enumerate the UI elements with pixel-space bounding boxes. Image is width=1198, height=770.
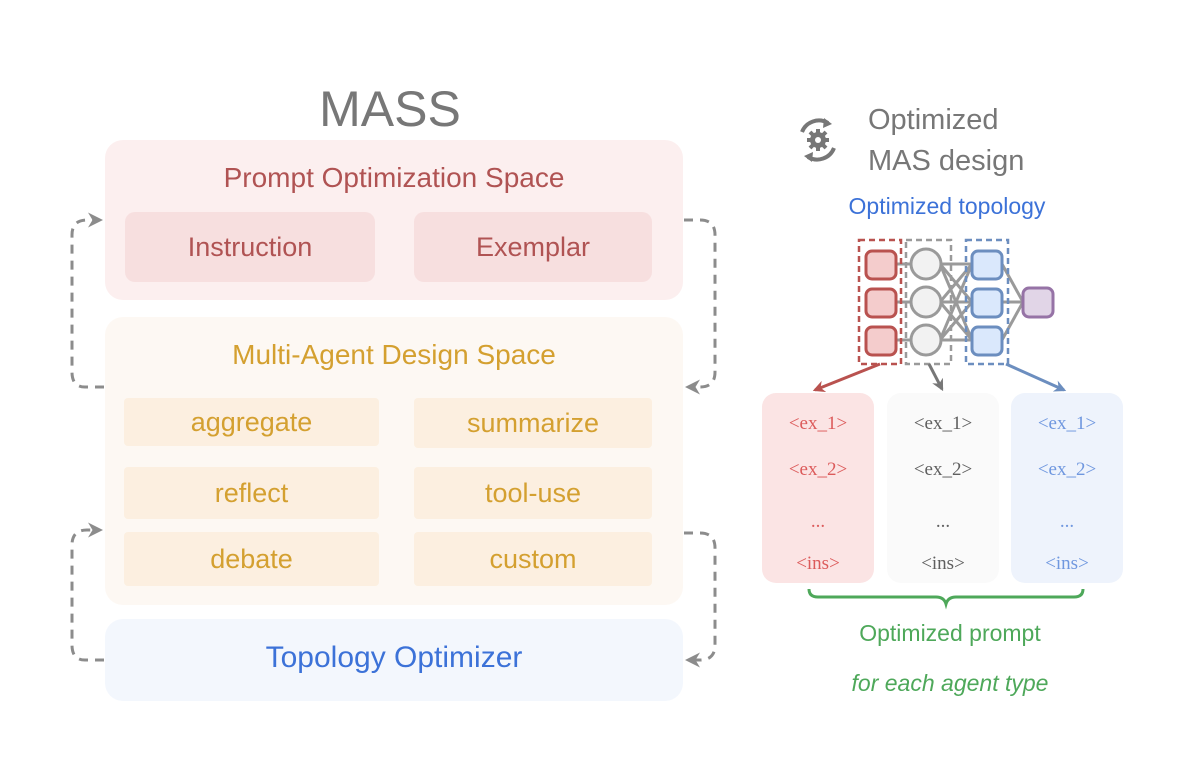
prompt-brace [807, 588, 1085, 610]
title-line-1: Optimized [868, 104, 999, 136]
blue-prompt-arrow [1005, 362, 1067, 392]
left-loop-arrow-lower [70, 522, 104, 662]
instruction-token: <ins> [921, 553, 965, 574]
reflect-chip: reflect [124, 467, 379, 519]
gray-agent-node [909, 285, 943, 319]
exemplar-1: <ex_1> [788, 413, 848, 434]
gray-agent-node [909, 247, 943, 281]
red-agent-node [864, 287, 898, 319]
title-line-2: MAS design [868, 145, 1025, 177]
red-prompt-arrow [812, 362, 881, 393]
instruction-token: <ins> [1045, 553, 1089, 574]
red-agent-node [864, 249, 898, 281]
blue-agent-group [964, 238, 1010, 366]
ellipsis: ... [1059, 511, 1075, 532]
for-each-agent-type-label: for each agent type [851, 670, 1049, 696]
optimized-prompt-label: Optimized prompt [859, 620, 1041, 646]
debate-chip: debate [124, 532, 379, 586]
instruction-chip: Instruction [125, 212, 375, 282]
summarize-chip: summarize [414, 398, 652, 448]
red-agent-group [857, 238, 903, 366]
ellipsis: ... [935, 511, 951, 532]
design-space-title: Multi-Agent Design Space [232, 339, 556, 370]
prompt-card-gray: <ex_1> <ex_2> ... <ins> [887, 393, 999, 583]
gray-agent-node [909, 323, 943, 357]
aggregate-chip: aggregate [124, 398, 379, 446]
prompt-optimization-space-panel: Prompt Optimization Space Instruction Ex… [105, 140, 683, 300]
prompt-space-title: Prompt Optimization Space [223, 162, 565, 193]
blue-agent-node [970, 325, 1004, 357]
exemplar-2: <ex_2> [1037, 459, 1097, 480]
right-loop-arrow-upper [684, 218, 717, 395]
prompt-card-red: <ex_1> <ex_2> ... <ins> [762, 393, 874, 583]
optimize-gear-cycle-icon [800, 118, 836, 162]
mass-title: MASS [319, 81, 461, 137]
right-loop-arrow-lower [684, 531, 717, 668]
blue-agent-node [970, 287, 1004, 319]
topology-optimizer-panel: Topology Optimizer [105, 619, 683, 701]
exemplar-1: <ex_1> [1037, 413, 1097, 434]
topology-optimizer-title: Topology Optimizer [265, 641, 523, 674]
custom-chip: custom [414, 532, 652, 586]
left-loop-arrow-upper [70, 212, 104, 389]
exemplar-1: <ex_1> [913, 413, 973, 434]
optimized-topology-label: Optimized topology [848, 193, 1046, 219]
ellipsis: ... [810, 511, 826, 532]
exemplar-2: <ex_2> [788, 459, 848, 480]
gray-prompt-arrow [927, 363, 944, 392]
purple-agent-node [1021, 286, 1055, 319]
exemplar-2: <ex_2> [913, 459, 973, 480]
instruction-token: <ins> [796, 553, 840, 574]
tool-use-chip: tool-use [414, 467, 652, 519]
gray-agent-group [904, 238, 953, 366]
prompt-card-blue: <ex_1> <ex_2> ... <ins> [1011, 393, 1123, 583]
red-agent-node [864, 325, 898, 357]
optimized-mas-design-title: Optimized MAS design [868, 100, 1024, 182]
exemplar-chip: Exemplar [414, 212, 652, 282]
blue-agent-node [970, 249, 1004, 281]
multi-agent-design-space-panel: Multi-Agent Design Space aggregate summa… [105, 317, 683, 605]
